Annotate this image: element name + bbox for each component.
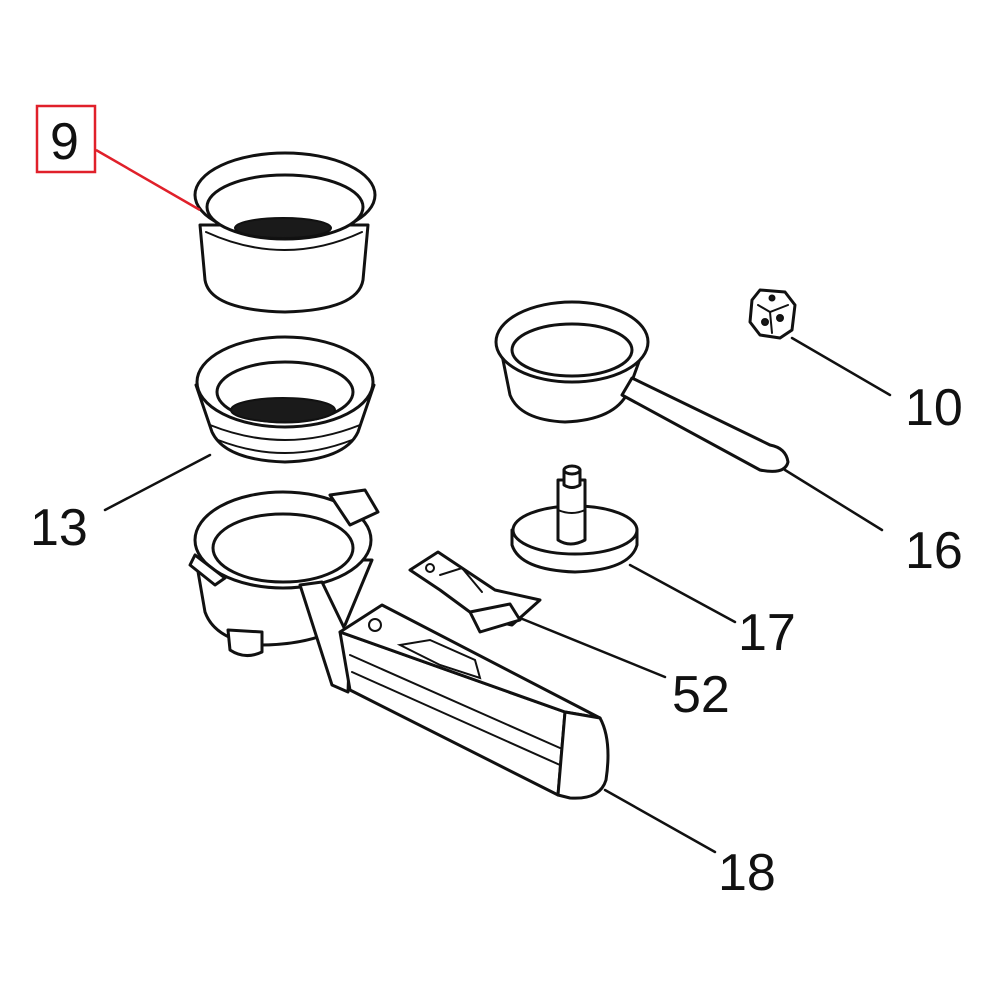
callout-9: 9 <box>50 113 79 171</box>
clip-part-52[interactable] <box>408 550 542 634</box>
callout-13: 13 <box>30 499 88 557</box>
leader-line-52 <box>518 616 667 679</box>
filter-basket-part-9[interactable] <box>193 151 377 314</box>
filter-insert-part-13[interactable] <box>194 335 376 464</box>
callout-18: 18 <box>718 844 776 902</box>
callout-52: 52 <box>672 666 730 724</box>
leader-line-13 <box>103 453 212 512</box>
leader-line-16 <box>783 468 884 532</box>
measuring-spoon-part-16[interactable] <box>494 300 790 473</box>
portafilter-part-18[interactable] <box>188 488 610 800</box>
callout-17: 17 <box>738 604 796 662</box>
highlight-box <box>35 104 97 174</box>
callout-10: 10 <box>905 379 963 437</box>
leader-line-17 <box>628 563 737 624</box>
plunger-part-17[interactable] <box>510 464 639 574</box>
nut-part-10[interactable] <box>748 288 797 340</box>
leader-line-18 <box>603 788 717 854</box>
callout-16: 16 <box>905 522 963 580</box>
leader-lines <box>95 148 892 854</box>
leader-line-10 <box>790 336 892 397</box>
leader-line-9 <box>95 148 201 212</box>
